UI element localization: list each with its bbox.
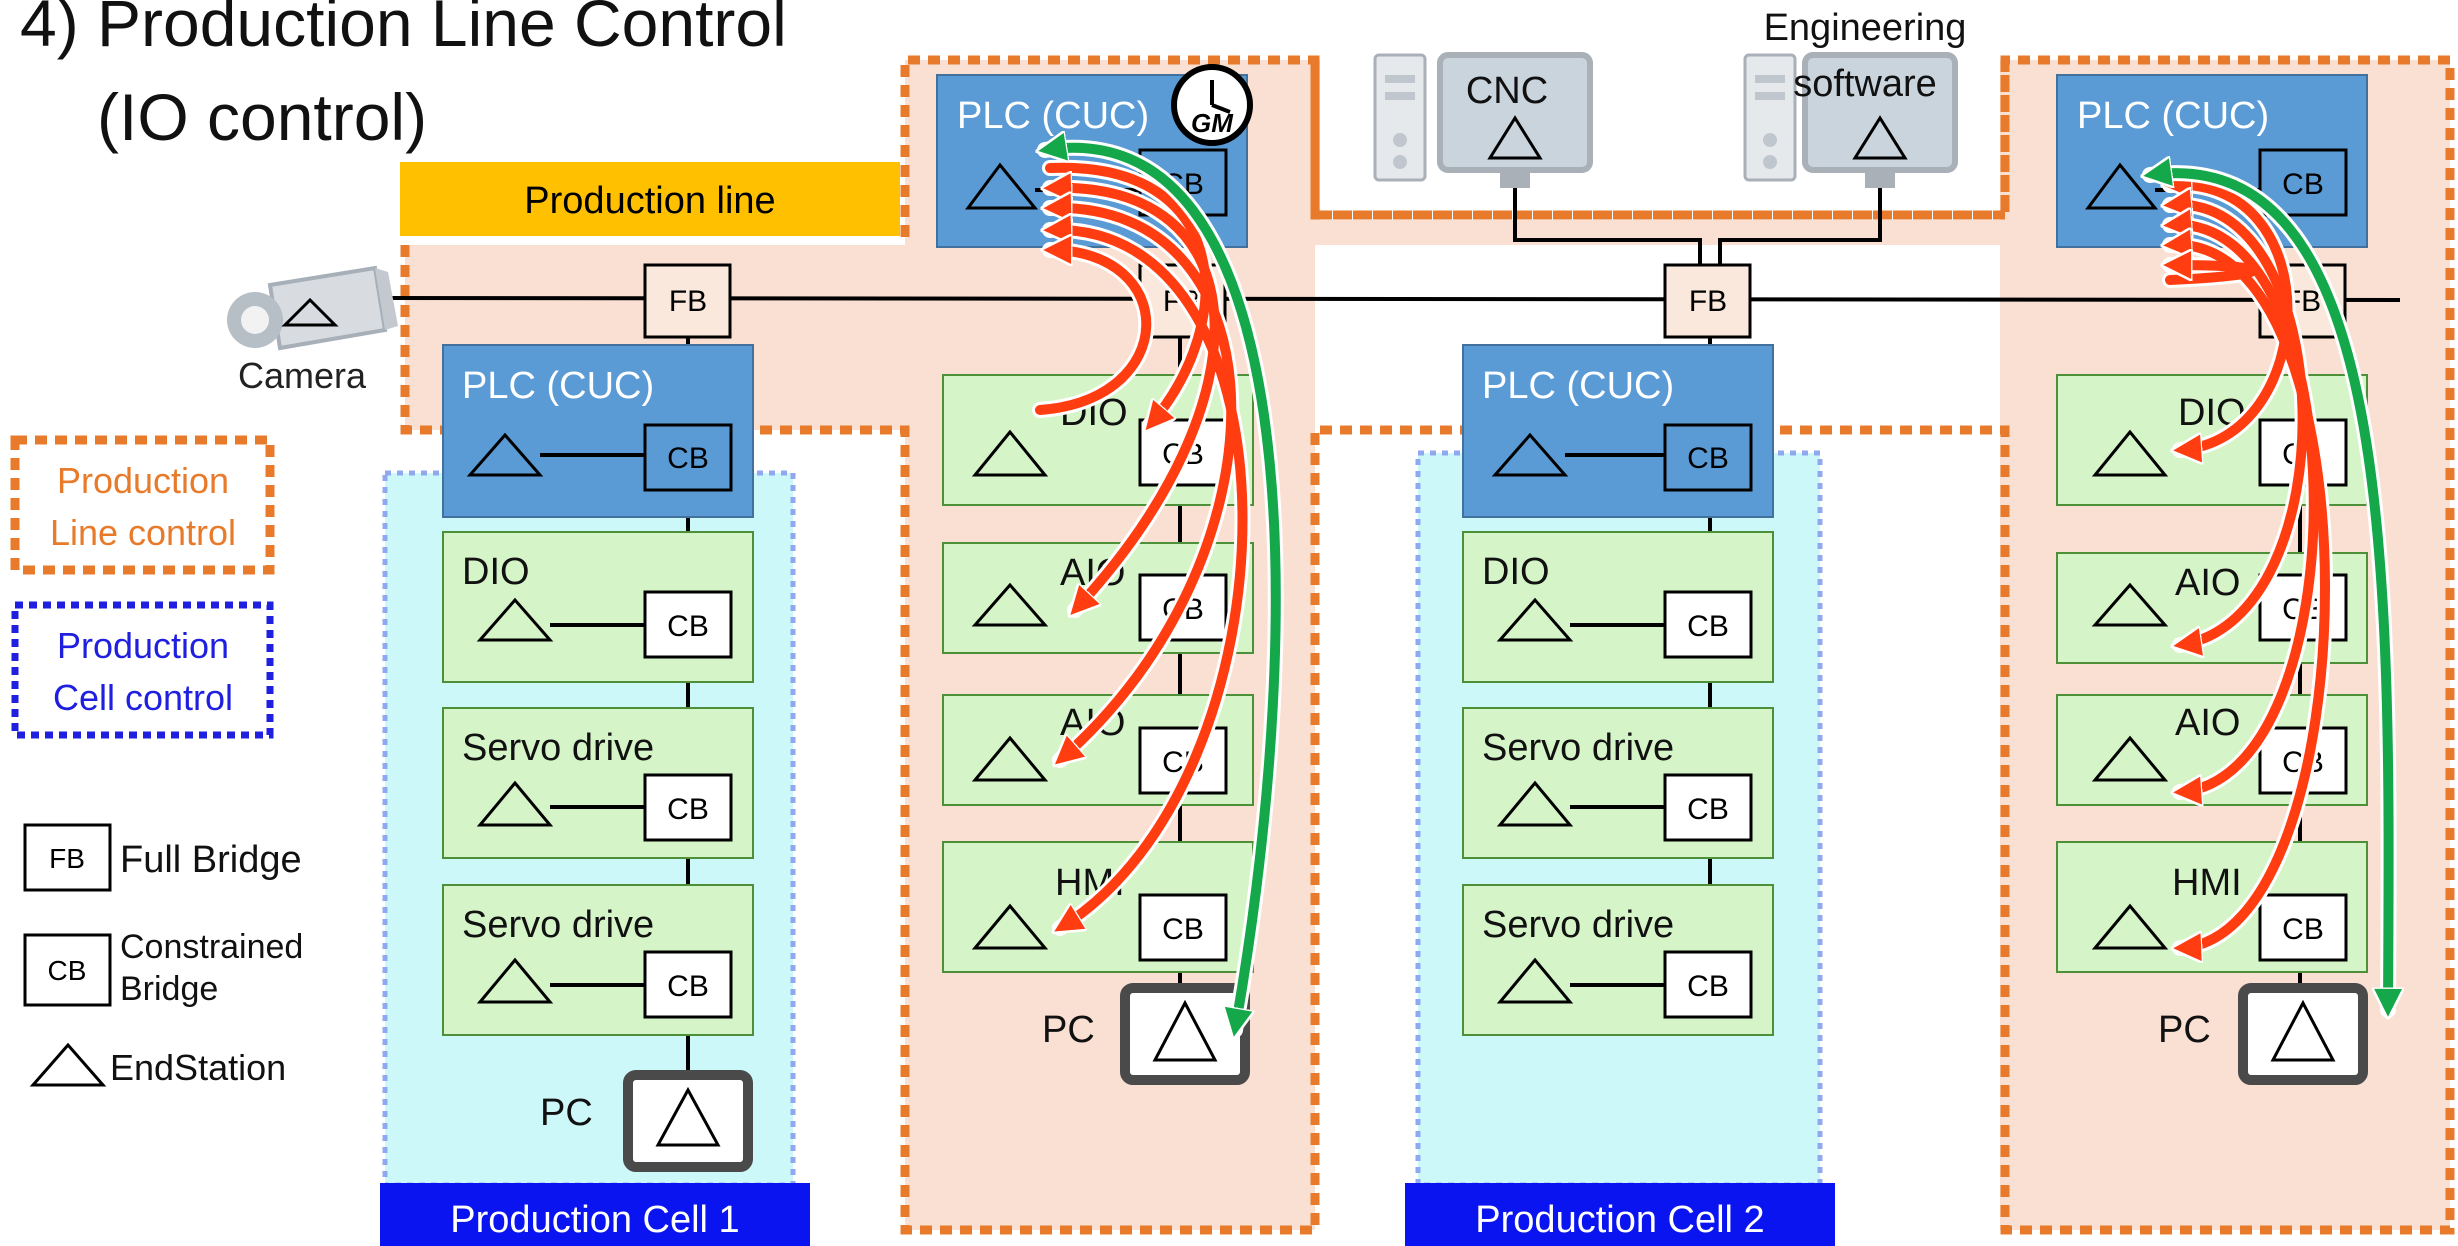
diagram-title-line2: (IO control) xyxy=(97,80,427,154)
legend-cell-control-swatch xyxy=(11,601,274,739)
full-bridge-1: FB xyxy=(643,263,732,339)
svg-text:EndStation: EndStation xyxy=(110,1047,286,1088)
svg-text:CB: CB xyxy=(667,793,709,826)
svg-text:DIO: DIO xyxy=(1482,551,1550,593)
full-bridge-3: FB xyxy=(1663,263,1752,339)
svg-text:CB: CB xyxy=(1687,970,1729,1003)
engineering-label-line1: Engineering xyxy=(1764,7,1967,49)
svg-text:Cell control: Cell control xyxy=(53,677,233,718)
svg-text:Bridge: Bridge xyxy=(120,970,218,1008)
legend: Production Line control Production Cell … xyxy=(10,435,303,1088)
legend-fb-box xyxy=(23,823,112,892)
cell1-pc: PC xyxy=(540,1070,753,1172)
svg-text:AIO: AIO xyxy=(2175,702,2240,744)
camera-icon xyxy=(227,265,398,351)
cell1-plc: PLC (CUC) CB xyxy=(442,344,754,518)
cell2-plc: PLC (CUC) CB xyxy=(1462,344,1774,518)
svg-text:Full Bridge: Full Bridge xyxy=(120,839,302,881)
svg-text:Line control: Line control xyxy=(50,512,236,553)
svg-text:DIO: DIO xyxy=(462,551,530,593)
svg-text:PLC (CUC): PLC (CUC) xyxy=(1482,365,1674,407)
cell2-banner xyxy=(1405,1183,1835,1246)
grandmaster-clock-icon: GM xyxy=(1171,64,1253,146)
svg-text:CB: CB xyxy=(2282,168,2324,201)
cell1-banner-label: Production Cell 1 xyxy=(450,1199,739,1241)
svg-text:Servo drive: Servo drive xyxy=(462,904,654,946)
svg-text:Servo drive: Servo drive xyxy=(1482,904,1674,946)
svg-text:CB: CB xyxy=(1162,913,1204,946)
production-line-label: Production line xyxy=(524,180,775,222)
cell1-banner xyxy=(380,1183,810,1246)
svg-text:CB: CB xyxy=(2282,913,2324,946)
svg-text:CB: CB xyxy=(667,442,709,475)
svg-text:Constrained: Constrained xyxy=(120,928,303,966)
cnc-computer-icon xyxy=(1373,52,1593,188)
engineering-computer-icon xyxy=(1743,52,1958,188)
cell2-servo1: Servo drive CB xyxy=(1462,707,1774,859)
svg-text:Production: Production xyxy=(57,625,229,666)
legend-line-control-swatch xyxy=(10,435,275,575)
svg-text:PLC (CUC): PLC (CUC) xyxy=(957,95,1149,137)
legend-cb-box xyxy=(23,933,112,1007)
svg-text:CB: CB xyxy=(667,610,709,643)
svg-text:CB: CB xyxy=(1687,610,1729,643)
svg-text:PLC (CUC): PLC (CUC) xyxy=(2077,95,2269,137)
right-hmi: HMI CB xyxy=(2056,841,2368,973)
svg-text:PC: PC xyxy=(2158,1009,2211,1051)
svg-text:Servo drive: Servo drive xyxy=(1482,727,1674,769)
cell1-dio: DIO CB xyxy=(442,531,754,683)
right-flow-arrows xyxy=(2150,173,2389,1010)
production-line-banner xyxy=(400,162,900,236)
engineering-label-line2: software xyxy=(1793,63,1937,105)
endstation-triangle-icon xyxy=(29,1042,107,1087)
diagram-title-line1: 4) Production Line Control xyxy=(20,0,787,60)
svg-text:Servo drive: Servo drive xyxy=(462,727,654,769)
svg-text:CB: CB xyxy=(667,970,709,1003)
svg-text:CB: CB xyxy=(1687,793,1729,826)
right-plc: PLC (CUC) CB xyxy=(2056,74,2368,248)
fb-label: FB xyxy=(669,285,707,318)
cell2-dio: DIO CB xyxy=(1462,531,1774,683)
svg-text:Production: Production xyxy=(57,460,229,501)
svg-text:HMI: HMI xyxy=(2172,862,2242,904)
svg-text:PC: PC xyxy=(540,1092,593,1134)
cell1-servo2: Servo drive CB xyxy=(442,884,754,1036)
svg-text:CB: CB xyxy=(48,955,87,986)
fb-label: FB xyxy=(1689,285,1727,318)
camera-label: Camera xyxy=(238,355,367,396)
svg-text:AIO: AIO xyxy=(2175,562,2240,604)
svg-text:PC: PC xyxy=(1042,1009,1095,1051)
svg-text:FB: FB xyxy=(49,843,85,874)
svg-text:CB: CB xyxy=(1687,442,1729,475)
cell2-servo2: Servo drive CB xyxy=(1462,884,1774,1036)
svg-text:PLC (CUC): PLC (CUC) xyxy=(462,365,654,407)
cell1-servo1: Servo drive CB xyxy=(442,707,754,859)
svg-text:GM: GM xyxy=(1191,108,1234,138)
mid-flow-arrows xyxy=(1032,148,1284,1030)
cell2-banner-label: Production Cell 2 xyxy=(1475,1199,1764,1241)
cnc-label: CNC xyxy=(1466,70,1548,112)
